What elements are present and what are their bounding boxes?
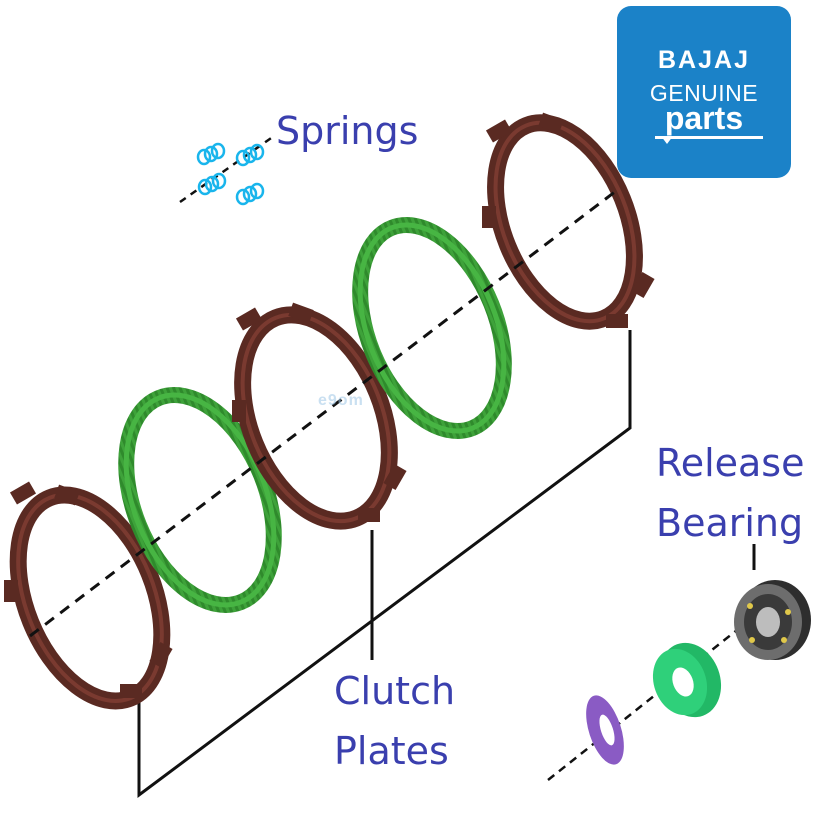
watermark-text: e9om — [318, 392, 364, 410]
steel-plate — [98, 373, 303, 626]
release-bearing — [734, 580, 811, 660]
springs-group — [180, 136, 274, 204]
clutch-leader-lines — [139, 330, 754, 795]
logo-tick-icon — [661, 136, 673, 144]
friction-plate — [0, 474, 190, 722]
plates-axis-line — [30, 188, 620, 636]
spring-icon — [199, 174, 225, 194]
clutch-plates-label-line1: Clutch — [334, 672, 455, 710]
washer-green — [644, 634, 731, 726]
springs-label: Springs — [276, 112, 418, 150]
logo-brand-text: BAJAJ — [617, 46, 791, 75]
spring-icon — [237, 145, 263, 165]
washer-purple — [579, 691, 632, 769]
release-bearing-label-line2: Bearing — [656, 504, 803, 542]
friction-plate — [214, 293, 417, 543]
bajaj-genuine-parts-logo: BAJAJ GENUINE parts — [617, 6, 791, 178]
release-bearing-group — [548, 580, 811, 780]
spring-icon — [237, 184, 263, 204]
clutch-plates-label-line2: Plates — [334, 732, 449, 770]
release-bearing-label-line1: Release — [656, 444, 804, 482]
spring-icon — [198, 144, 224, 164]
logo-parts-text: parts — [617, 100, 791, 137]
